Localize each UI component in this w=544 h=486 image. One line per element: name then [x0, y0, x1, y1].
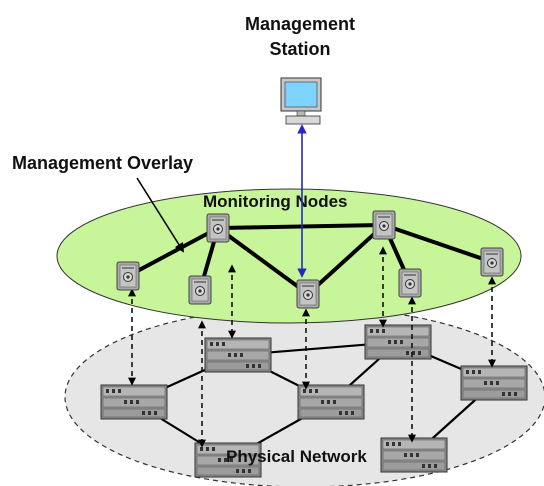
monitor-to-router-links: [128, 246, 496, 448]
server-node-icon: [188, 275, 212, 305]
server-node-icon: [206, 213, 230, 243]
router-icon: [380, 437, 448, 473]
server-node-icon: [116, 261, 140, 291]
server-node-icon: [398, 268, 422, 298]
router-icon: [460, 365, 528, 401]
router-icon: [204, 337, 272, 373]
router-icon: [100, 384, 168, 420]
router-icon: [297, 384, 365, 420]
server-node-icon: [296, 279, 320, 309]
management-overlay-label: Management Overlay: [12, 153, 193, 173]
router-icon: [364, 324, 432, 360]
server-node-icon: [480, 247, 504, 277]
physical-network-label: Physical Network: [226, 447, 367, 466]
station-label-line2: Station: [270, 39, 331, 59]
monitoring-nodes-label: Monitoring Nodes: [203, 192, 347, 211]
server-node-icon: [372, 210, 396, 240]
station-label-line1: Management: [245, 14, 355, 34]
overlay-callout-arrow: [136, 177, 185, 253]
computer-monitor-icon: [280, 77, 322, 125]
